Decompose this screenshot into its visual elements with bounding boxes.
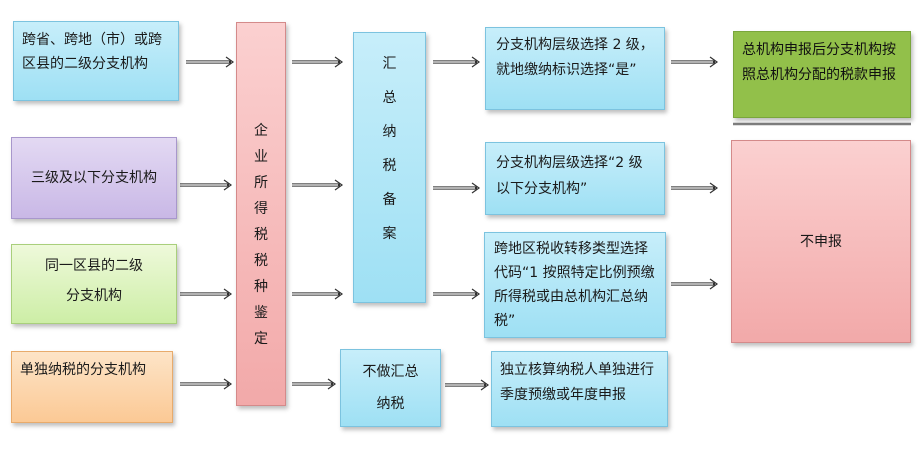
level2-select-box: 分支机构层级选择 2 级，就地缴纳标识选择“是” xyxy=(485,27,665,110)
hq-declare-text: 总机构申报后分支机构按照总机构分配的税款申报 xyxy=(742,42,896,83)
independent-declare-text: 独立核算纳税人单独进行季度预缴或年度申报 xyxy=(500,362,654,403)
same-county-branch-text-line1: 同一区县的二级 xyxy=(45,258,143,274)
tax-identification-box: 企 业 所 得 税 税 种 鉴 定 xyxy=(236,22,286,406)
no-summary-text-line2: 纳税 xyxy=(376,396,405,412)
no-declare-box: 不申报 xyxy=(731,140,911,343)
same-county-branch-text-line2: 分支机构 xyxy=(66,288,122,304)
level-below2-select-text: 分支机构层级选择“2 级以下分支机构” xyxy=(496,155,643,197)
same-county-branch-box: 同一区县的二级 分支机构 xyxy=(11,244,177,324)
independent-branch-box: 单独纳税的分支机构 xyxy=(11,351,173,423)
cross-region-branch-box: 跨省、跨地（市）或跨区县的二级分支机构 xyxy=(13,21,179,101)
summary-filing-text: 汇 总 纳 税 备 案 xyxy=(382,56,397,242)
cross-region-transfer-box: 跨地区税收转移类型选择代码“1 按照特定比例预缴所得税或由总机构汇总纳税” xyxy=(484,232,666,338)
no-summary-text-line1: 不做汇总 xyxy=(362,364,419,380)
no-summary-box: 不做汇总 纳税 xyxy=(340,349,441,427)
independent-branch-text: 单独纳税的分支机构 xyxy=(20,362,146,378)
independent-declare-box: 独立核算纳税人单独进行季度预缴或年度申报 xyxy=(491,351,668,427)
level2-select-text: 分支机构层级选择 2 级，就地缴纳标识选择“是” xyxy=(496,37,654,78)
hq-declare-box: 总机构申报后分支机构按照总机构分配的税款申报 xyxy=(733,31,911,118)
cross-region-transfer-text: 跨地区税收转移类型选择代码“1 按照特定比例预缴所得税或由总机构汇总纳税” xyxy=(494,241,655,329)
third-level-branch-box: 三级及以下分支机构 xyxy=(11,137,177,219)
third-level-branch-text: 三级及以下分支机构 xyxy=(31,170,157,186)
summary-filing-box: 汇 总 纳 税 备 案 xyxy=(353,32,426,303)
no-declare-text: 不申报 xyxy=(800,233,842,250)
level-below2-select-box: 分支机构层级选择“2 级以下分支机构” xyxy=(485,142,665,215)
cross-region-branch-text: 跨省、跨地（市）或跨区县的二级分支机构 xyxy=(22,32,162,72)
tax-identification-text: 企 业 所 得 税 税 种 鉴 定 xyxy=(254,123,268,347)
